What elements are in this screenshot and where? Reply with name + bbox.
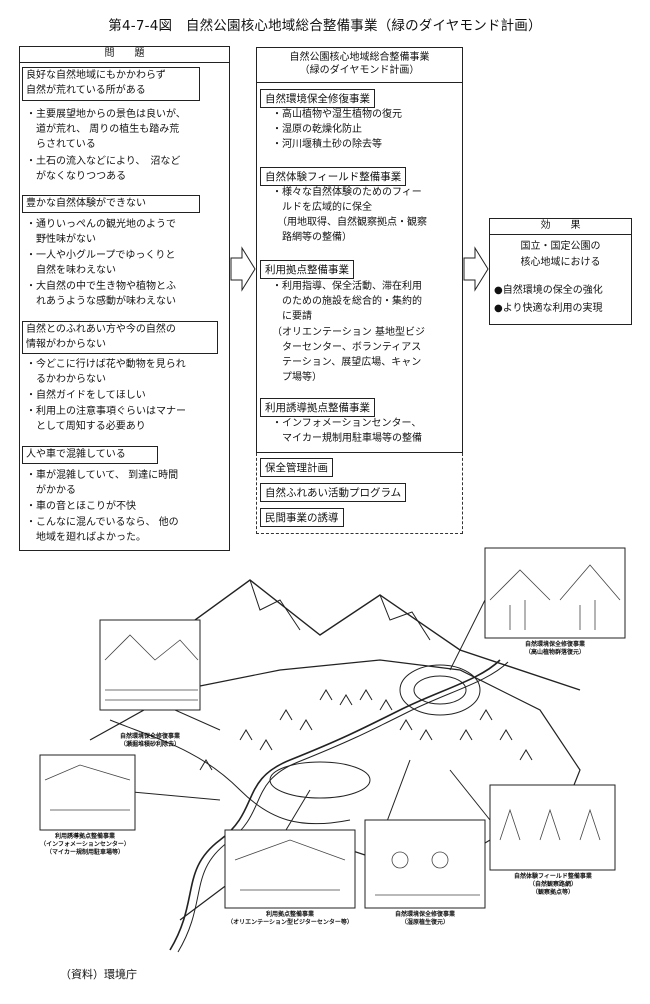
problem-bullet: るかわからない: [26, 374, 106, 385]
project-heading-1: 自然環境保全修復事業: [260, 89, 375, 108]
project-line: 路網等の整備）: [272, 232, 352, 243]
figure-title: 第4-7-4図 自然公園核心地域総合整備事業（緑のダイヤモンド計画）: [108, 18, 542, 34]
illustration-caption-6: 自然環境保全修復事業 （湿原植生復元）: [394, 911, 455, 926]
problem-bullet: として周知する必要あり: [26, 421, 146, 432]
effect-item-2: ●より快適な利用の実現: [494, 303, 603, 314]
problem-heading-1: [22, 67, 200, 101]
project-heading-3: 利用拠点整備事業: [260, 260, 354, 279]
arrow-right-icon: [463, 246, 489, 292]
illustration-caption-2: 自然環境保全修復事業 （瀬掘堆積砂利除去）: [119, 733, 180, 748]
project-line: テーション、展望広場、キャン: [272, 357, 422, 368]
projects-header-line1: 自然公園核心地域総合整備事業: [289, 52, 430, 63]
problem-heading-2: [22, 195, 200, 213]
illustration-caption-4: 自然体験フィールド整備事業 （自然観察路網） （観察拠点等）: [514, 873, 592, 896]
problem-bullet: らされている: [26, 139, 96, 150]
problem-bullet: れあうような感動が味わえない: [26, 296, 176, 307]
problem-bullet: がかかる: [26, 485, 76, 496]
effects-intro-line1: 国立・国定公園の: [520, 241, 601, 252]
project-line: ・利用指導、保全活動、滞在利用: [272, 281, 422, 292]
project-line: ・河川堰積土砂の除去等: [272, 139, 382, 150]
problem-bullet: 地域を廻ればよかった。: [26, 532, 146, 543]
project-line: ・インフォメーションセンター、: [272, 418, 422, 429]
project-line: ・高山植物や湿生植物の復元: [272, 109, 402, 120]
effect-item-1: ●自然環境の保全の強化: [494, 285, 603, 296]
problem-bullet: ・こんなに混んでいるなら、 他の: [26, 517, 179, 528]
problem-heading-4-line1: 人や車で混雑している: [26, 449, 126, 460]
extra-item-1: 保全管理計画: [260, 458, 333, 477]
problem-bullet: ・今どこに行けば花や動物を見られ: [26, 359, 186, 370]
project-line: ルドを広域的に保全: [272, 202, 372, 213]
project-line: ターセンター、ボランティアス: [272, 342, 422, 353]
effects-panel: [489, 218, 632, 325]
illustration-caption-5: 利用拠点整備事業 （オリエンテーション型ビジターセンター等）: [227, 911, 353, 926]
extras-dashed-frame: [256, 453, 463, 534]
projects-panel: [256, 47, 463, 453]
problem-bullet: ・車の音とほこりが不快: [26, 501, 136, 512]
effects-header: 効 果: [540, 220, 581, 231]
illustration-caption-1: 自然環境保全修復事業 （高山植物群落復元）: [524, 641, 585, 656]
project-line: （オリエンテーション 基地型ビジ: [272, 327, 425, 338]
effects-intro-line2: 核心地域における: [520, 257, 601, 268]
problems-header-divider: [19, 62, 230, 63]
problems-panel: [19, 46, 230, 551]
project-line: （用地取得、自然観察拠点・観察: [272, 217, 427, 228]
problem-bullet: ・一人や小グループでゆっくりと: [26, 250, 176, 261]
project-heading-4: 利用誘導拠点整備事業: [260, 398, 375, 417]
projects-header-line2: （緑のダイヤモンド計画）: [299, 65, 420, 76]
problem-bullet: 自然を味わえない: [26, 265, 116, 276]
arrow-right-icon: [230, 246, 256, 292]
problem-bullet: ・利用上の注意事項ぐらいはマナー: [26, 406, 186, 417]
problem-bullet: ・自然ガイドをしてほしい: [26, 390, 146, 401]
problem-bullet: がなくなりつつある: [26, 171, 127, 182]
projects-header-divider: [256, 82, 463, 83]
project-line: のための施設を総合的・集約的: [272, 296, 422, 307]
problem-heading-3: [22, 321, 218, 354]
problem-heading-3-line2: 情報がわからない: [26, 339, 106, 350]
illustration-caption-3: 利用誘導拠点整備事業 （インフォメーションセンター） （マイカー規制用駐車場等）: [40, 833, 130, 856]
problems-header: 問 題: [104, 48, 145, 59]
project-line: プ場等）: [272, 372, 322, 383]
problem-bullet: ・車が混雑していて、 到達に時間: [26, 470, 179, 481]
project-line: ・様々な自然体験のためのフィー: [272, 187, 422, 198]
problem-heading-2-line1: 豊かな自然体験ができない: [26, 198, 146, 209]
problem-heading-3-line1: 自然とのふれあい方や今の自然の: [26, 324, 176, 335]
effects-header-divider: [489, 234, 632, 235]
problem-bullet: ・土石の流入などにより、 沼など: [26, 156, 181, 167]
project-line: ・湿原の乾燥化防止: [272, 124, 362, 135]
project-line: に要請: [272, 311, 312, 322]
problem-heading-1-line2: 自然が荒れている所がある: [26, 85, 146, 96]
project-line: マイカー規制用駐車場等の整備: [272, 433, 422, 444]
extra-item-2: 自然ふれあい活動プログラム: [260, 483, 407, 502]
problem-bullet: 道が荒れ、 周りの植生も踏み荒: [26, 124, 180, 135]
project-heading-2: 自然体験フィールド整備事業: [260, 167, 407, 186]
problem-bullet: ・通りいっぺんの観光地のようで: [26, 219, 176, 230]
problem-heading-1-line1: 良好な自然地域にもかかわらず: [26, 70, 166, 81]
problem-heading-4: [22, 446, 158, 464]
problem-bullet: 野性味がない: [26, 234, 96, 245]
problem-bullet: ・主要展望地からの景色は良いが、: [26, 109, 186, 120]
source-note: （資料）環境庁: [60, 968, 137, 981]
extra-item-3: 民間事業の誘導: [260, 508, 344, 527]
park-landscape-illustration: [39, 547, 626, 953]
problem-bullet: ・大自然の中で生き物や植物とふ: [26, 281, 176, 292]
